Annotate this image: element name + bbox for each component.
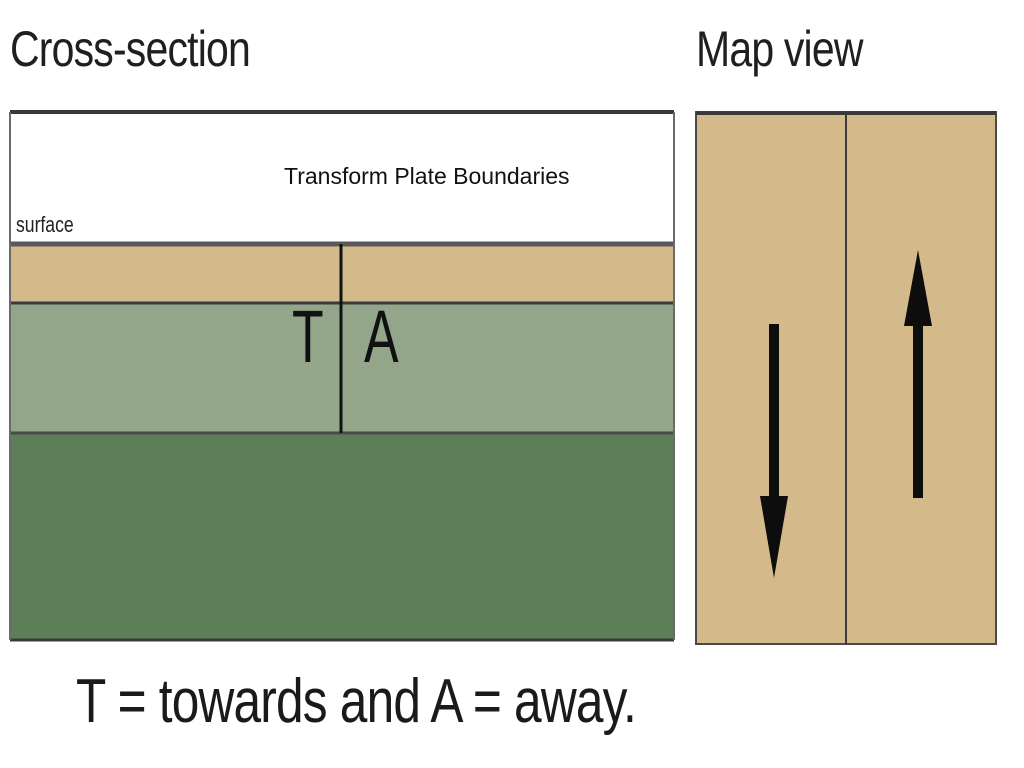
- legend-caption: T = towards and A = away.: [76, 667, 637, 736]
- up-arrow-icon: [904, 250, 932, 498]
- cross-section-panel: surface T A: [9, 110, 675, 642]
- away-label: A: [364, 295, 399, 378]
- sky-region: [10, 112, 674, 242]
- map-view-panel: [695, 111, 997, 645]
- slide-title: Transform Plate Boundaries: [284, 163, 570, 189]
- down-arrow-icon: [760, 324, 788, 578]
- lower-mantle-layer: [10, 434, 674, 640]
- surface-label: surface: [16, 213, 74, 237]
- cross-section-title: Cross-section: [10, 21, 251, 77]
- towards-label: T: [292, 295, 324, 378]
- map-view-title: Map view: [696, 21, 863, 77]
